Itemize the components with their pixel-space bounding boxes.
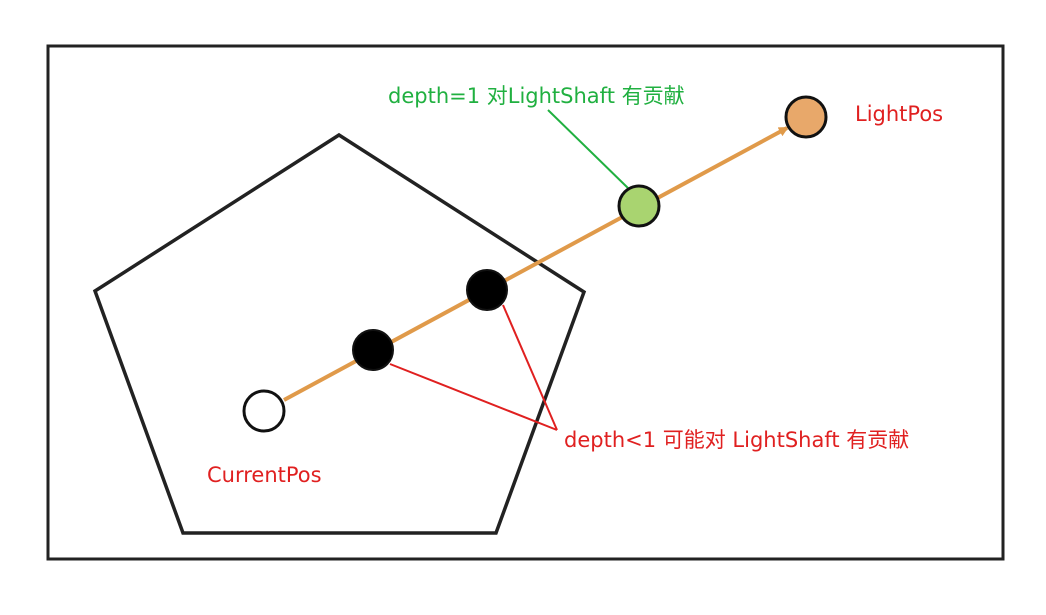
occluder-point-lower (352, 329, 394, 371)
depth-lt-1-label: depth<1 可能对 LightShaft 有贡献 (564, 428, 909, 452)
pentagon-shape (92, 132, 587, 535)
red-leader-line-upper (502, 304, 558, 431)
diagram-frame (46, 44, 1005, 561)
light-pos-label: LightPos (855, 102, 943, 126)
depth-eq-1-label: depth=1 对LightShaft 有贡献 (388, 84, 685, 108)
occluder-point-upper (466, 269, 508, 311)
green-leader-line (547, 109, 631, 191)
light-pos-point (784, 95, 828, 139)
red-leader-line-lower (389, 363, 558, 431)
depth-1-point (617, 184, 661, 228)
current-pos-point (242, 389, 286, 433)
current-pos-label: CurrentPos (207, 463, 322, 487)
